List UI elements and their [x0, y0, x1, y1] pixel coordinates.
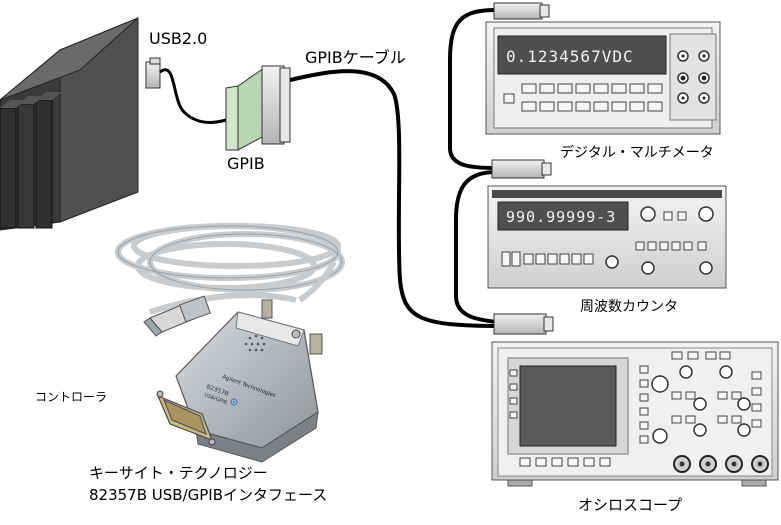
- adapter-caption-line2: 82357B USB/GPIBインタフェース: [89, 486, 328, 504]
- counter-display-text: 990.99999-3: [506, 208, 616, 226]
- dmm-label: デジタル・マルチメータ: [560, 145, 714, 161]
- gpib-port-icon: [156, 390, 216, 446]
- controller-label: コントローラ: [35, 390, 108, 404]
- usb-gpib-interface-product: 82357B USB/GPIB Agilent Technologies: [115, 223, 345, 463]
- usb-plug-icon: [143, 295, 211, 337]
- controller-pc: [0, 17, 139, 231]
- counter-label: 周波数カウンタ: [580, 299, 678, 315]
- gpib-connector-counter: [491, 159, 552, 179]
- gpib-adapter-block: [225, 65, 291, 151]
- gpib-cable-main: [289, 69, 501, 328]
- gpib-cable-label: GPIBケーブル: [305, 48, 406, 67]
- dmm-display: [497, 35, 667, 75]
- gpib-cable-counter: [454, 170, 499, 324]
- gpib-cable-dmm: [448, 8, 497, 170]
- oscilloscope: [491, 341, 779, 487]
- dmm-display-text: 0.1234567VDC: [506, 47, 634, 66]
- gpib-connector-dmm: [493, 2, 550, 20]
- digital-multimeter: 0.1234567VDC: [485, 21, 721, 135]
- agilent-logo-icon: [230, 398, 238, 406]
- scope-label: オシロスコープ: [578, 496, 683, 514]
- frequency-counter: 990.99999-3: [487, 185, 727, 289]
- adapter-caption-line1: キーサイト・テクノロジー: [89, 464, 268, 482]
- counter-display: [497, 201, 629, 231]
- usb-connector: [145, 57, 161, 89]
- usb-cable: [159, 68, 227, 124]
- usb-label: USB2.0: [149, 29, 208, 48]
- scope-screen: [519, 365, 617, 447]
- screw-post-icon: [261, 299, 323, 355]
- gpib-label: GPIB: [227, 154, 265, 173]
- gpib-connector-scope: [493, 313, 554, 335]
